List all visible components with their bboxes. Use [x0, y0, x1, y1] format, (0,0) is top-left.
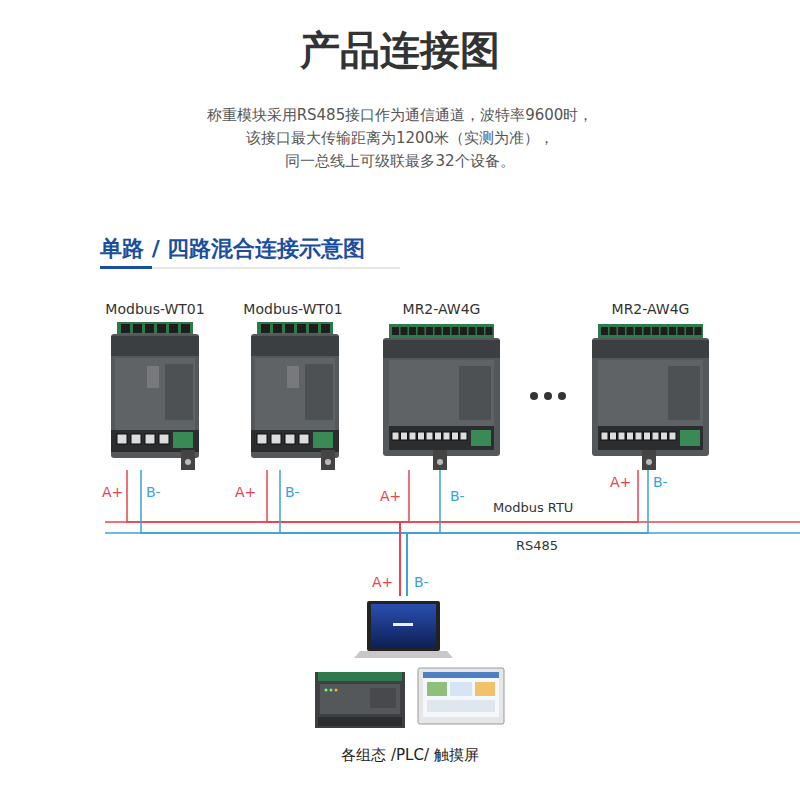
weighing-module: Modbus-WT01	[103, 300, 207, 470]
description-line: 同一总线上可级联最多32个设备。	[285, 152, 514, 170]
page-title: 产品连接图	[300, 26, 500, 74]
bus-name: RS485	[516, 538, 558, 554]
description-line: 称重模块采用RS485接口作为通信通道，波特率9600时，	[207, 106, 594, 124]
description-line: 该接口最大传输距离为1200米（实测为准），	[246, 129, 554, 147]
section-heading: 单路 / 四路混合连接示意图	[100, 236, 365, 262]
weighing-module: MR2-AW4G	[381, 300, 502, 470]
protocol-name: Modbus RTU	[493, 500, 573, 516]
signal-name: B-	[285, 484, 300, 501]
weighing-module: Modbus-WT01	[241, 300, 345, 470]
signal-name: A+	[610, 474, 631, 491]
rs485-wire	[267, 470, 407, 596]
signal-name: A+	[372, 574, 393, 591]
module-name: MR2-AW4G	[403, 300, 481, 318]
signal-name: B-	[414, 574, 429, 591]
signal-name: A+	[102, 484, 123, 501]
rs485-wire	[127, 470, 407, 596]
signal-name: B-	[653, 474, 668, 491]
signal-name: B-	[450, 488, 465, 505]
module-name: Modbus-WT01	[243, 300, 342, 318]
rs485-wire	[400, 470, 648, 596]
device-caption: 各组态 /PLC/ 触摸屏	[341, 746, 479, 766]
signal-name: A+	[380, 488, 401, 505]
signal-name: B-	[146, 484, 161, 501]
module-name: Modbus-WT01	[105, 300, 204, 318]
host-group: 各组态 /PLC/ 触摸屏	[300, 596, 520, 766]
signal-name: A+	[235, 484, 256, 501]
weighing-module: MR2-AW4G	[590, 300, 711, 470]
module-name: MR2-AW4G	[612, 300, 690, 318]
